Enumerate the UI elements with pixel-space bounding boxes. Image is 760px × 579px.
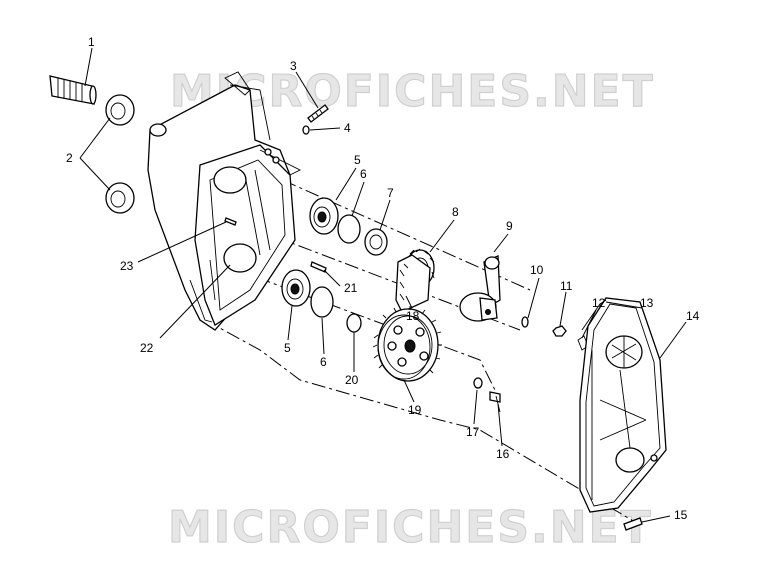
part-10-washer bbox=[521, 316, 529, 328]
part-11-nut bbox=[552, 325, 567, 337]
part-6-ring-upper bbox=[337, 214, 361, 244]
callout-6-upper: 6 bbox=[360, 167, 367, 181]
callout-6-lower: 6 bbox=[320, 355, 327, 369]
leader-lines bbox=[79, 47, 687, 523]
callout-18: 18 bbox=[406, 309, 420, 323]
part-15-bolt bbox=[623, 517, 643, 531]
watermark-bottom: MICROFICHES.NET bbox=[168, 502, 653, 553]
callout-12: 12 bbox=[592, 296, 606, 310]
part-14-cover bbox=[579, 297, 667, 513]
callout-16: 16 bbox=[496, 447, 510, 461]
callout-20: 20 bbox=[345, 373, 359, 387]
part-7-seal bbox=[364, 228, 388, 256]
callout-8: 8 bbox=[452, 205, 459, 219]
part-5-bearing-upper bbox=[309, 197, 339, 235]
callout-9: 9 bbox=[506, 219, 513, 233]
callout-4: 4 bbox=[344, 121, 351, 135]
part-21-pin bbox=[310, 261, 327, 273]
callout-5-lower: 5 bbox=[284, 341, 291, 355]
callout-15: 15 bbox=[674, 508, 688, 522]
part-1-shaft bbox=[49, 75, 97, 105]
callout-22: 22 bbox=[140, 341, 154, 355]
part-9-tensioner bbox=[459, 255, 501, 322]
part-6-ring-lower bbox=[310, 286, 334, 318]
callout-17: 17 bbox=[466, 425, 480, 439]
part-4-washer bbox=[302, 125, 310, 135]
part-2-seal-upper bbox=[105, 94, 135, 126]
part-20-spacer bbox=[346, 313, 362, 333]
callout-3: 3 bbox=[290, 59, 297, 73]
callout-13: 13 bbox=[640, 296, 654, 310]
callout-21: 21 bbox=[344, 281, 358, 295]
part-18-chain bbox=[395, 254, 431, 313]
callout-labels: 1 2 3 4 5 6 7 8 9 10 11 12 13 14 15 16 1… bbox=[66, 35, 700, 522]
part-3-bolt bbox=[307, 104, 329, 123]
part-23-pin bbox=[224, 217, 237, 226]
callout-1: 1 bbox=[88, 35, 95, 49]
callout-19: 19 bbox=[408, 403, 422, 417]
part-5-bearing-lower bbox=[281, 269, 311, 307]
part-17-washer bbox=[473, 377, 483, 389]
callout-11: 11 bbox=[560, 279, 573, 293]
chaincase-housing bbox=[147, 71, 302, 331]
callout-5-upper: 5 bbox=[354, 153, 361, 167]
callout-7: 7 bbox=[387, 186, 394, 200]
callout-23: 23 bbox=[120, 259, 134, 273]
part-19-sprocket-large bbox=[372, 306, 442, 382]
callout-2: 2 bbox=[66, 151, 73, 165]
callout-10: 10 bbox=[530, 263, 544, 277]
part-13-gasket bbox=[581, 299, 607, 331]
callout-14: 14 bbox=[686, 309, 700, 323]
part-2-seal-lower bbox=[105, 182, 135, 214]
